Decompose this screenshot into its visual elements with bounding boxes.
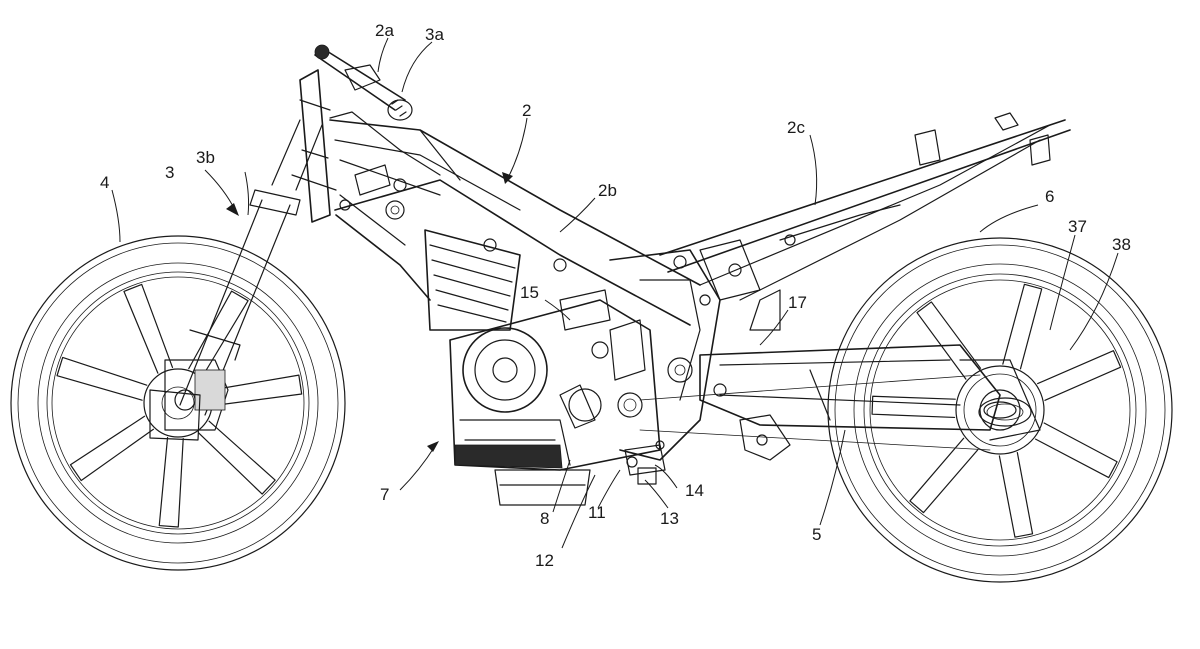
label-8: 8 [540, 509, 549, 528]
label-15: 15 [520, 283, 539, 302]
label-2: 2 [522, 101, 531, 120]
wheel-spoke [158, 436, 184, 528]
label-6: 6 [1045, 187, 1054, 206]
label-38: 38 [1112, 235, 1131, 254]
label-3b: 3b [196, 148, 215, 167]
label-2c: 2c [787, 118, 805, 137]
rear-wheel [827, 237, 1173, 583]
wheel-spoke [909, 437, 979, 514]
label-3: 3 [165, 163, 174, 182]
handlebar [314, 44, 413, 121]
label-7: 7 [380, 485, 389, 504]
main-frame [329, 111, 721, 461]
label-12: 12 [535, 551, 554, 570]
wheel-spoke [871, 395, 956, 419]
label-17: 17 [788, 293, 807, 312]
wheel-spoke [1034, 422, 1118, 479]
wheel-spoke [188, 290, 249, 378]
wheel-spoke [56, 356, 148, 401]
label-11: 11 [588, 503, 606, 522]
label-5: 5 [812, 525, 821, 544]
seat-rail [659, 112, 1071, 331]
label-14: 14 [685, 481, 704, 500]
label-2a: 2a [375, 21, 394, 40]
swing-arm [639, 344, 1041, 461]
label-13: 13 [660, 509, 679, 528]
wheel-spoke [916, 301, 982, 380]
wheel-spoke [1037, 350, 1122, 401]
wheel-spoke [1002, 283, 1043, 370]
front-wheel [10, 235, 346, 571]
leader-lines [111, 37, 1119, 549]
reference-labels: 2a 3a 2 2b 2c 3 3b 4 6 37 38 15 17 7 8 1… [100, 21, 1131, 570]
label-4: 4 [100, 173, 109, 192]
wheel-spoke [210, 374, 303, 407]
wheel-spoke [123, 283, 174, 374]
wheel-spoke [998, 451, 1034, 538]
front-fork [149, 69, 337, 441]
label-37: 37 [1068, 217, 1087, 236]
engine [424, 229, 661, 506]
wheel-spoke [69, 415, 154, 482]
lower-brackets [624, 440, 666, 485]
label-2b: 2b [598, 181, 617, 200]
label-3a: 3a [425, 25, 444, 44]
wheel-spoke [197, 420, 276, 495]
